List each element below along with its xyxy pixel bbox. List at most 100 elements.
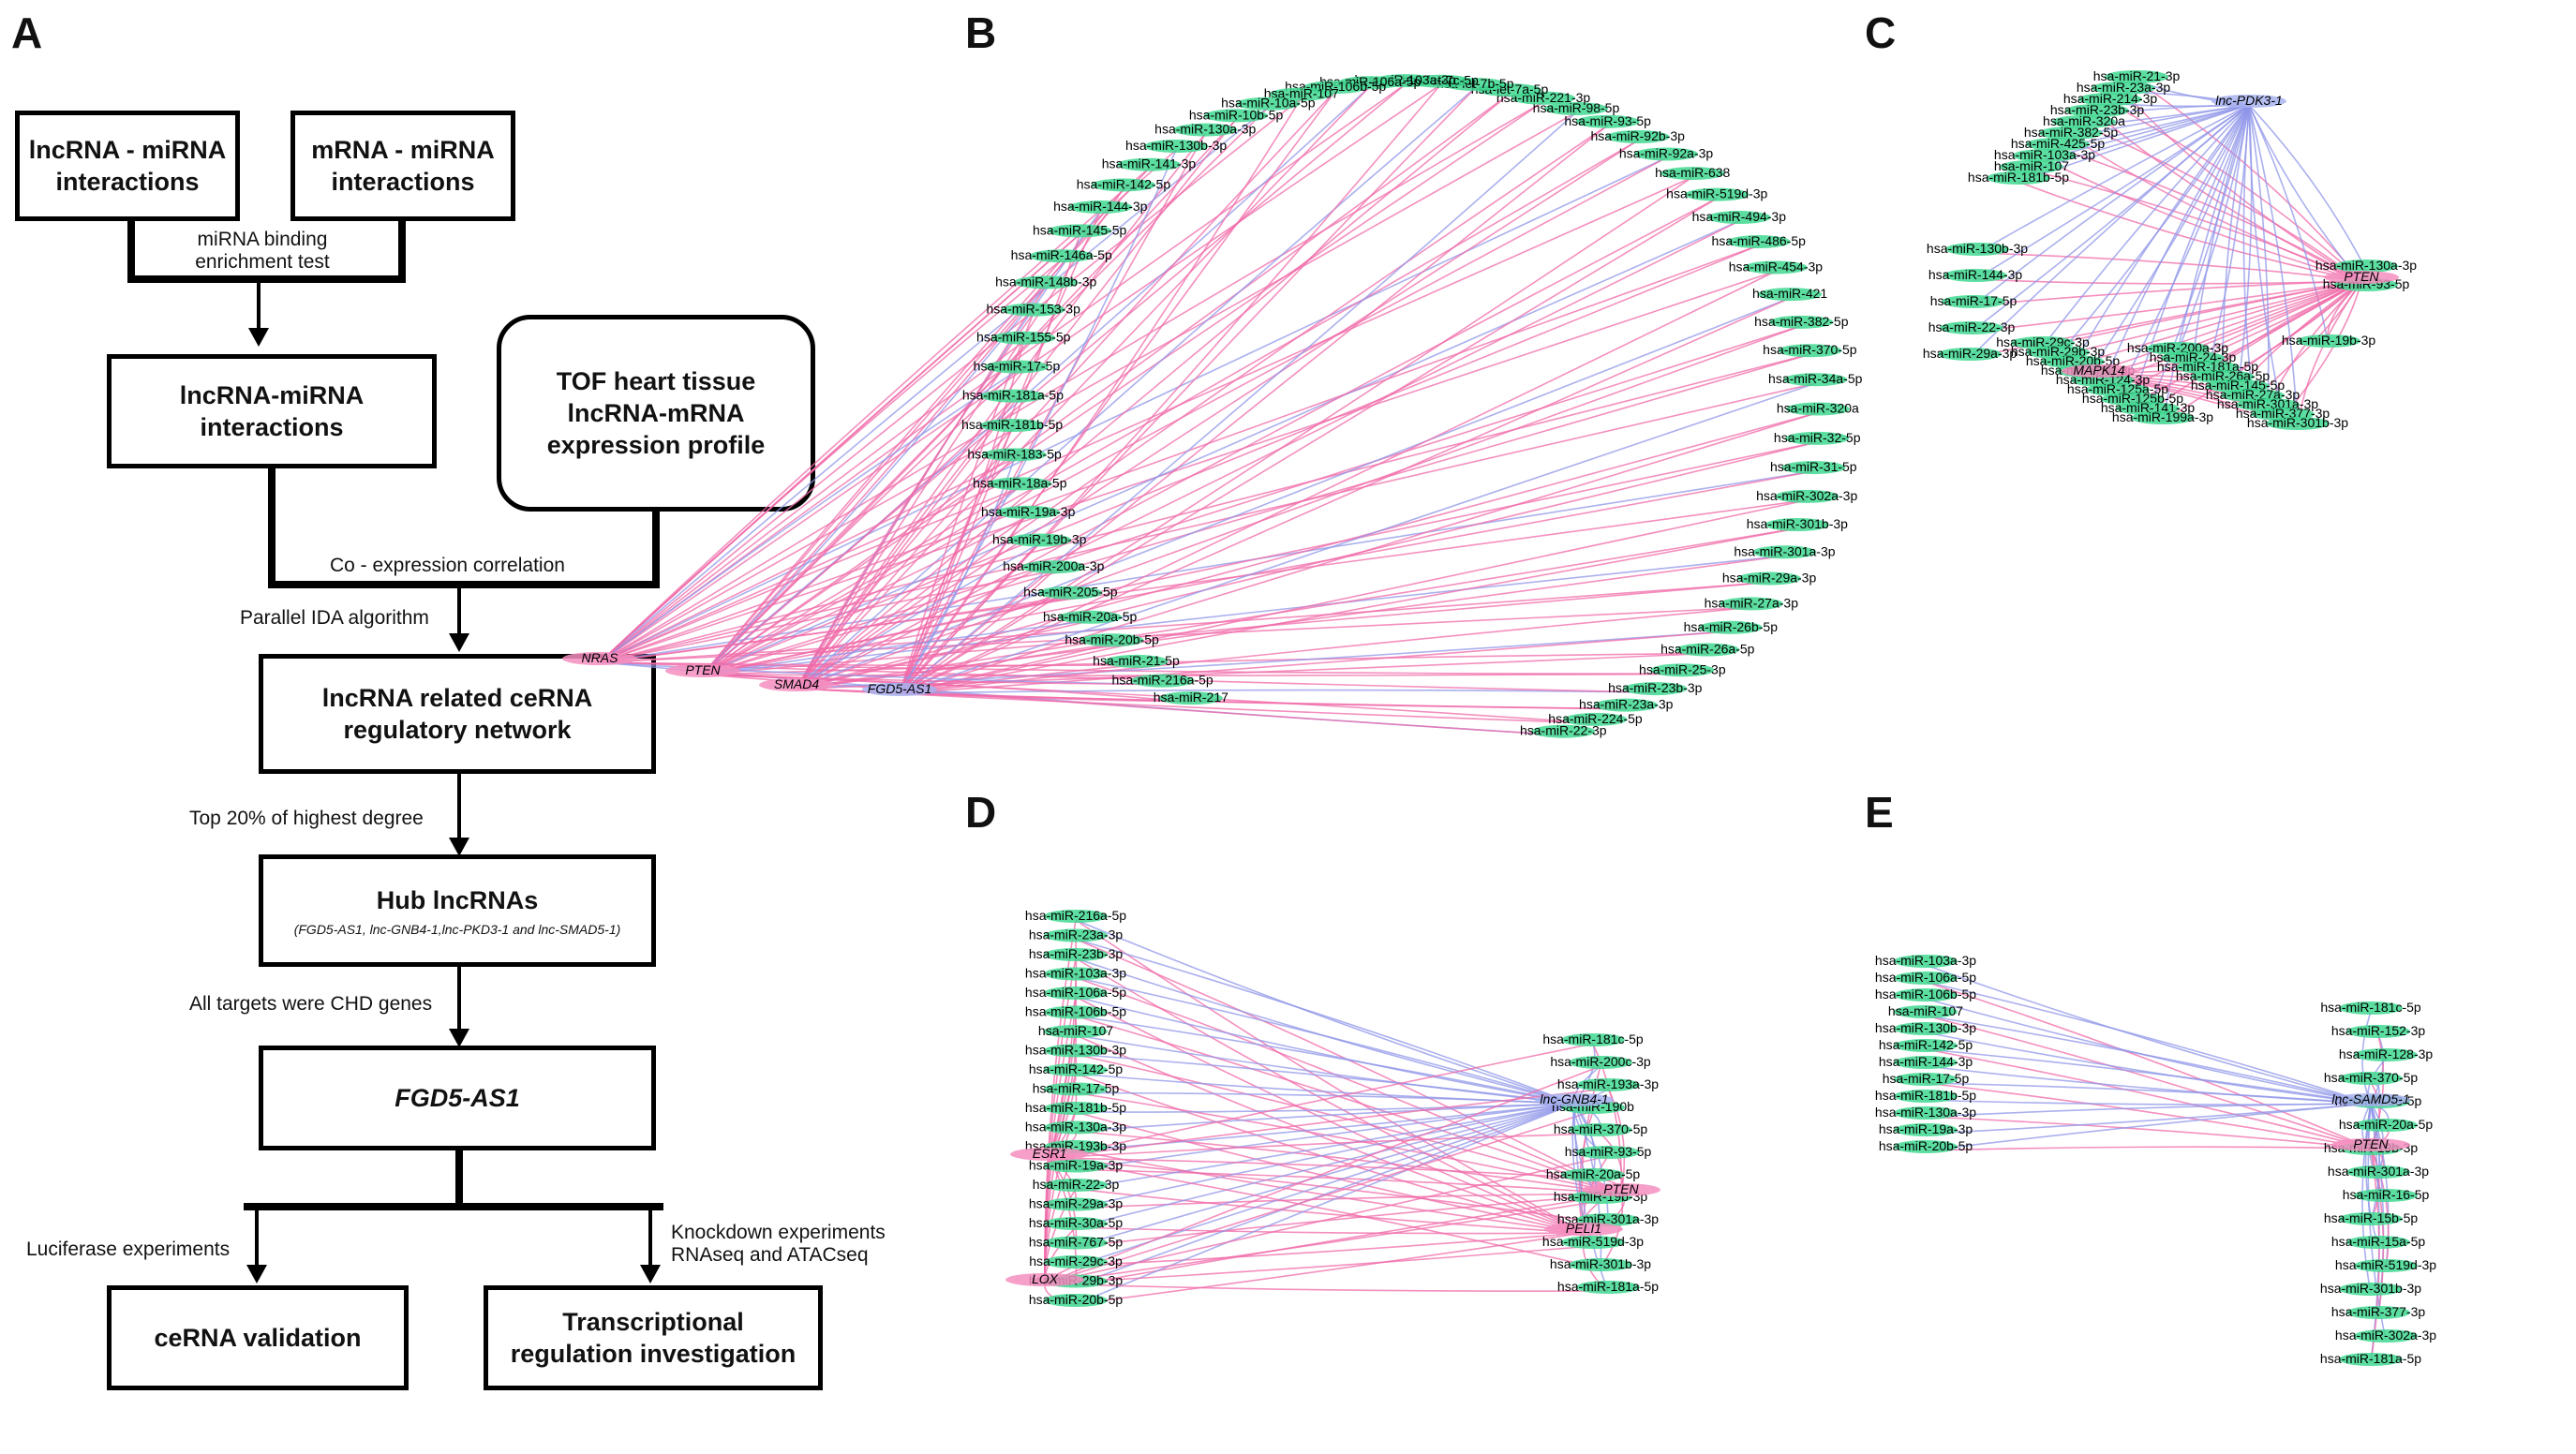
mirna-node-label: hsa-miR-26b-5p bbox=[1684, 619, 1779, 634]
mirna-node-label: hsa-miR-320a bbox=[2043, 113, 2125, 128]
mirna-node bbox=[1569, 1056, 1632, 1069]
mirna-node bbox=[1044, 1236, 1108, 1250]
mirna-node bbox=[1044, 948, 1108, 961]
network-edge bbox=[702, 353, 1810, 675]
gene-node-label: ESR1 bbox=[1033, 1146, 1067, 1161]
box-cerna-validation-text: ceRNA validation bbox=[154, 1324, 362, 1352]
gene-node bbox=[2331, 1138, 2410, 1151]
gene-node bbox=[2324, 271, 2399, 284]
network-edge bbox=[599, 245, 1760, 663]
network-edge bbox=[702, 259, 1063, 675]
panel-label-b: B bbox=[965, 8, 997, 57]
mirna-node-label: hsa-miR-125b-5p bbox=[2082, 391, 2183, 406]
mirna-node-label: hsa-miR-32-5p bbox=[1774, 430, 1861, 445]
mirna-node bbox=[2354, 1259, 2418, 1272]
connector bbox=[127, 275, 406, 283]
mirna-node-label: hsa-miR-130a-3p bbox=[1875, 1105, 1976, 1120]
network-edge bbox=[899, 341, 1025, 694]
mirna-node-label: hsa-miR-16-5p bbox=[2343, 1187, 2430, 1202]
mirna-node bbox=[1044, 1120, 1108, 1135]
network-edge bbox=[2222, 104, 2250, 381]
network-edge bbox=[1925, 1103, 2372, 1151]
mirna-node bbox=[1091, 178, 1155, 192]
network-edge bbox=[599, 341, 1024, 663]
mirna-node bbox=[1576, 1146, 1640, 1159]
network-edge bbox=[1044, 1200, 1601, 1284]
mirna-node-label: hsa-miR-15a-5p bbox=[2331, 1234, 2426, 1249]
mirna-node bbox=[1044, 1102, 1108, 1115]
mirna-node bbox=[1014, 275, 1079, 289]
mirna-node bbox=[2346, 1236, 2410, 1249]
mirna-node bbox=[1894, 1005, 1958, 1018]
network-edge bbox=[2248, 104, 2284, 419]
mirna-node-label: hsa-miR-301a-3p bbox=[1557, 1211, 1659, 1226]
network-edge bbox=[1075, 1015, 1575, 1105]
network-edge bbox=[1075, 1103, 1575, 1267]
mirna-node-label: hsa-miR-106b-5p bbox=[1875, 987, 1976, 1001]
mirna-node bbox=[1987, 171, 2050, 185]
network-edge bbox=[1925, 1048, 2372, 1150]
mirna-node bbox=[1007, 533, 1072, 547]
network-edge bbox=[796, 515, 1029, 690]
connector bbox=[652, 512, 660, 585]
mirna-node bbox=[988, 477, 1052, 491]
mirna-node-label: hsa-miR-130a-3p bbox=[2315, 258, 2417, 273]
top20-label: Top 20% of highest degree bbox=[189, 808, 424, 829]
mirna-node bbox=[1660, 167, 1725, 181]
mirna-node-label: hsa-miR-31-5p bbox=[1770, 459, 1857, 474]
network-edge bbox=[599, 570, 1054, 663]
mirna-node-label: hsa-miR-382-5p bbox=[2024, 125, 2119, 140]
mirna-node-label: hsa-miR-181b-5p bbox=[961, 417, 1063, 432]
network-edge bbox=[1969, 104, 2250, 359]
network-edge bbox=[899, 297, 1791, 694]
network-edge bbox=[899, 606, 1751, 694]
gene-node-label: NRAS bbox=[582, 650, 619, 665]
mirna-node-label: hsa-miR-107 bbox=[1994, 158, 2069, 173]
hub-node-label: lnc-PDK3-1 bbox=[2215, 93, 2283, 108]
arrow-head bbox=[449, 838, 469, 856]
mirna-node bbox=[1940, 321, 2003, 334]
mirna-node-label: hsa-miR-183-5p bbox=[967, 446, 1062, 461]
network-edge bbox=[702, 515, 1029, 675]
network-edge bbox=[899, 234, 1080, 694]
box-transcriptional-regulation-text: Transcriptional regulation investigation bbox=[510, 1308, 797, 1368]
mirna-node bbox=[1894, 1090, 1958, 1103]
mirna-node-label: hsa-miR-107 bbox=[1888, 1003, 1963, 1018]
network-edge bbox=[702, 93, 1511, 675]
mirna-node bbox=[2339, 1283, 2403, 1296]
mirna-node bbox=[1576, 1078, 1640, 1091]
mirna-node bbox=[1576, 1281, 1640, 1294]
connector bbox=[257, 281, 261, 330]
mirna-node-label: hsa-miR-19a-3p bbox=[1029, 1158, 1124, 1173]
mirna-node-label: hsa-miR-21-5p bbox=[1093, 653, 1180, 668]
network-edge bbox=[2072, 104, 2250, 366]
hub-node bbox=[1535, 1093, 1614, 1106]
hub-node bbox=[2331, 1093, 2410, 1106]
gene-node bbox=[2062, 364, 2137, 378]
mirna-node-label: hsa-miR-199a-3p bbox=[2112, 409, 2213, 424]
mirna-node-label: hsa-miR-142-5p bbox=[1077, 176, 1171, 191]
mirna-node bbox=[1726, 235, 1791, 249]
mirna-node bbox=[1236, 96, 1301, 111]
mirna-node bbox=[1569, 1258, 1632, 1271]
mirna-node-label: hsa-miR-767-5p bbox=[1029, 1235, 1124, 1250]
mirna-node-label: hsa-miR-130a-3p bbox=[1154, 122, 1256, 137]
mirna-node-label: hsa-miR-320a bbox=[1777, 401, 1859, 416]
mirna-node-label: hsa-miR-130b-3p bbox=[1025, 1043, 1126, 1058]
hub-node-label: FGD5-AS1 bbox=[868, 681, 931, 696]
mirna-node bbox=[1783, 373, 1848, 387]
mirna-node bbox=[1044, 1217, 1108, 1230]
connector bbox=[398, 221, 406, 279]
mirna-node bbox=[2354, 1329, 2418, 1343]
mirna-node-label: hsa-miR-10a-5p bbox=[1221, 96, 1316, 111]
network-edge bbox=[796, 133, 1206, 690]
mirna-node bbox=[2339, 1212, 2403, 1225]
mirna-node bbox=[1894, 1073, 1958, 1086]
network-edge bbox=[796, 441, 1818, 690]
box-cerna-network-text: lncRNA related ceRNA regulatory network bbox=[321, 684, 593, 744]
mirna-node-label: hsa-miR-20b-5p bbox=[2026, 353, 2121, 368]
mirna-node bbox=[1068, 200, 1133, 215]
mirna-node-label: hsa-miR-181c-5p bbox=[2320, 1000, 2421, 1015]
mirna-node bbox=[1044, 928, 1108, 942]
mirna-node bbox=[1945, 243, 2009, 256]
